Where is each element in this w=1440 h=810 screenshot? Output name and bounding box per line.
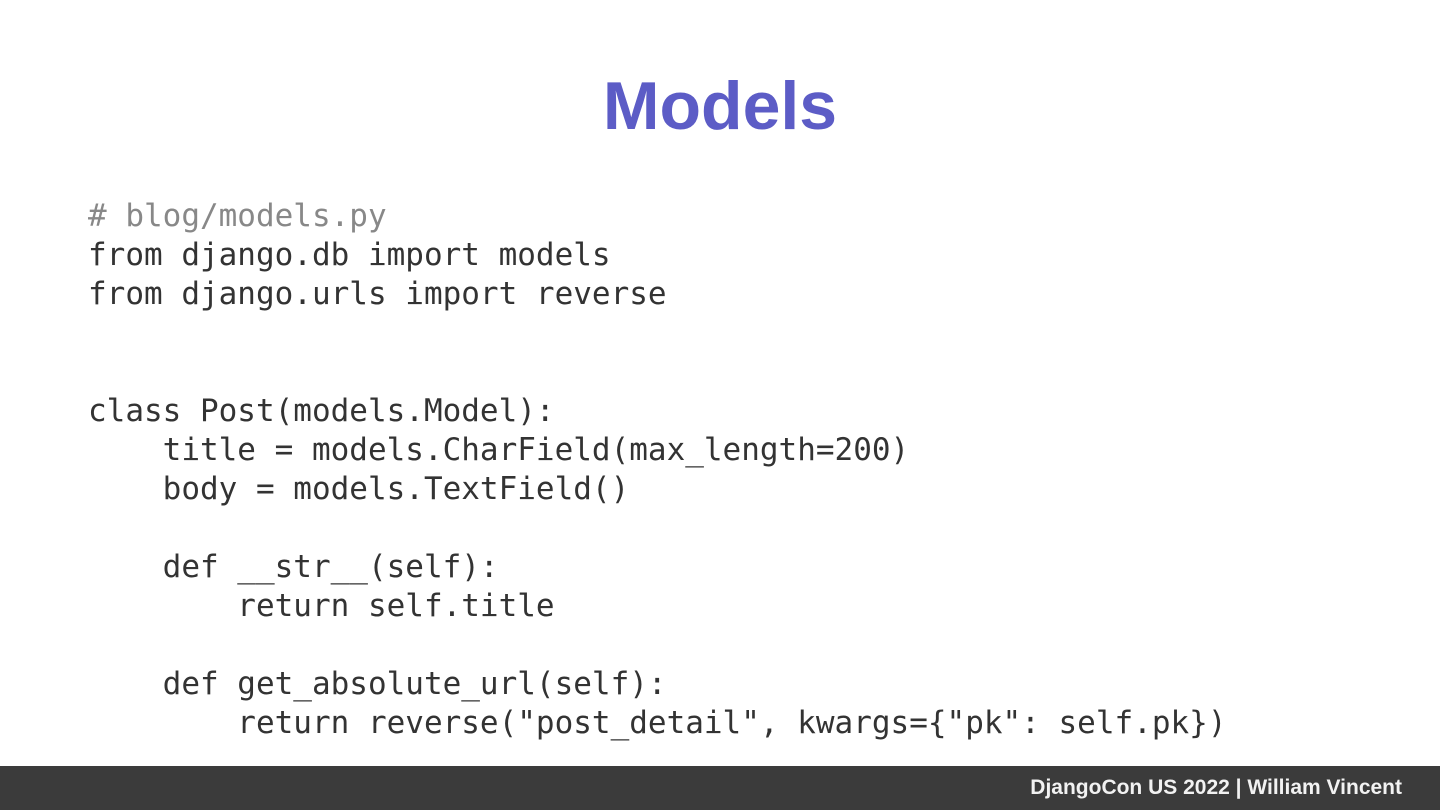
- code-line: title = models.CharField(max_length=200): [88, 432, 910, 468]
- code-line: return reverse("post_detail", kwargs={"p…: [88, 705, 1227, 741]
- code-line: from django.db import models: [88, 237, 611, 273]
- code-line: class Post(models.Model):: [88, 393, 555, 429]
- code-block: # blog/models.py from django.db import m…: [88, 197, 1226, 743]
- slide-title: Models: [602, 68, 838, 144]
- code-line: from django.urls import reverse: [88, 276, 667, 312]
- code-line: def get_absolute_url(self):: [88, 666, 667, 702]
- code-line: return self.title: [88, 588, 555, 624]
- code-line-comment: # blog/models.py: [88, 198, 387, 234]
- code-line-blank: [88, 314, 1226, 353]
- footer-bar: DjangoCon US 2022 | William Vincent: [0, 766, 1440, 810]
- code-line-blank: [88, 353, 1226, 392]
- code-line: body = models.TextField(): [88, 471, 630, 507]
- code-line-blank: [88, 509, 1226, 548]
- footer-text: DjangoCon US 2022 | William Vincent: [1030, 776, 1402, 799]
- code-line-blank: [88, 626, 1226, 665]
- code-line: def __str__(self):: [88, 549, 499, 585]
